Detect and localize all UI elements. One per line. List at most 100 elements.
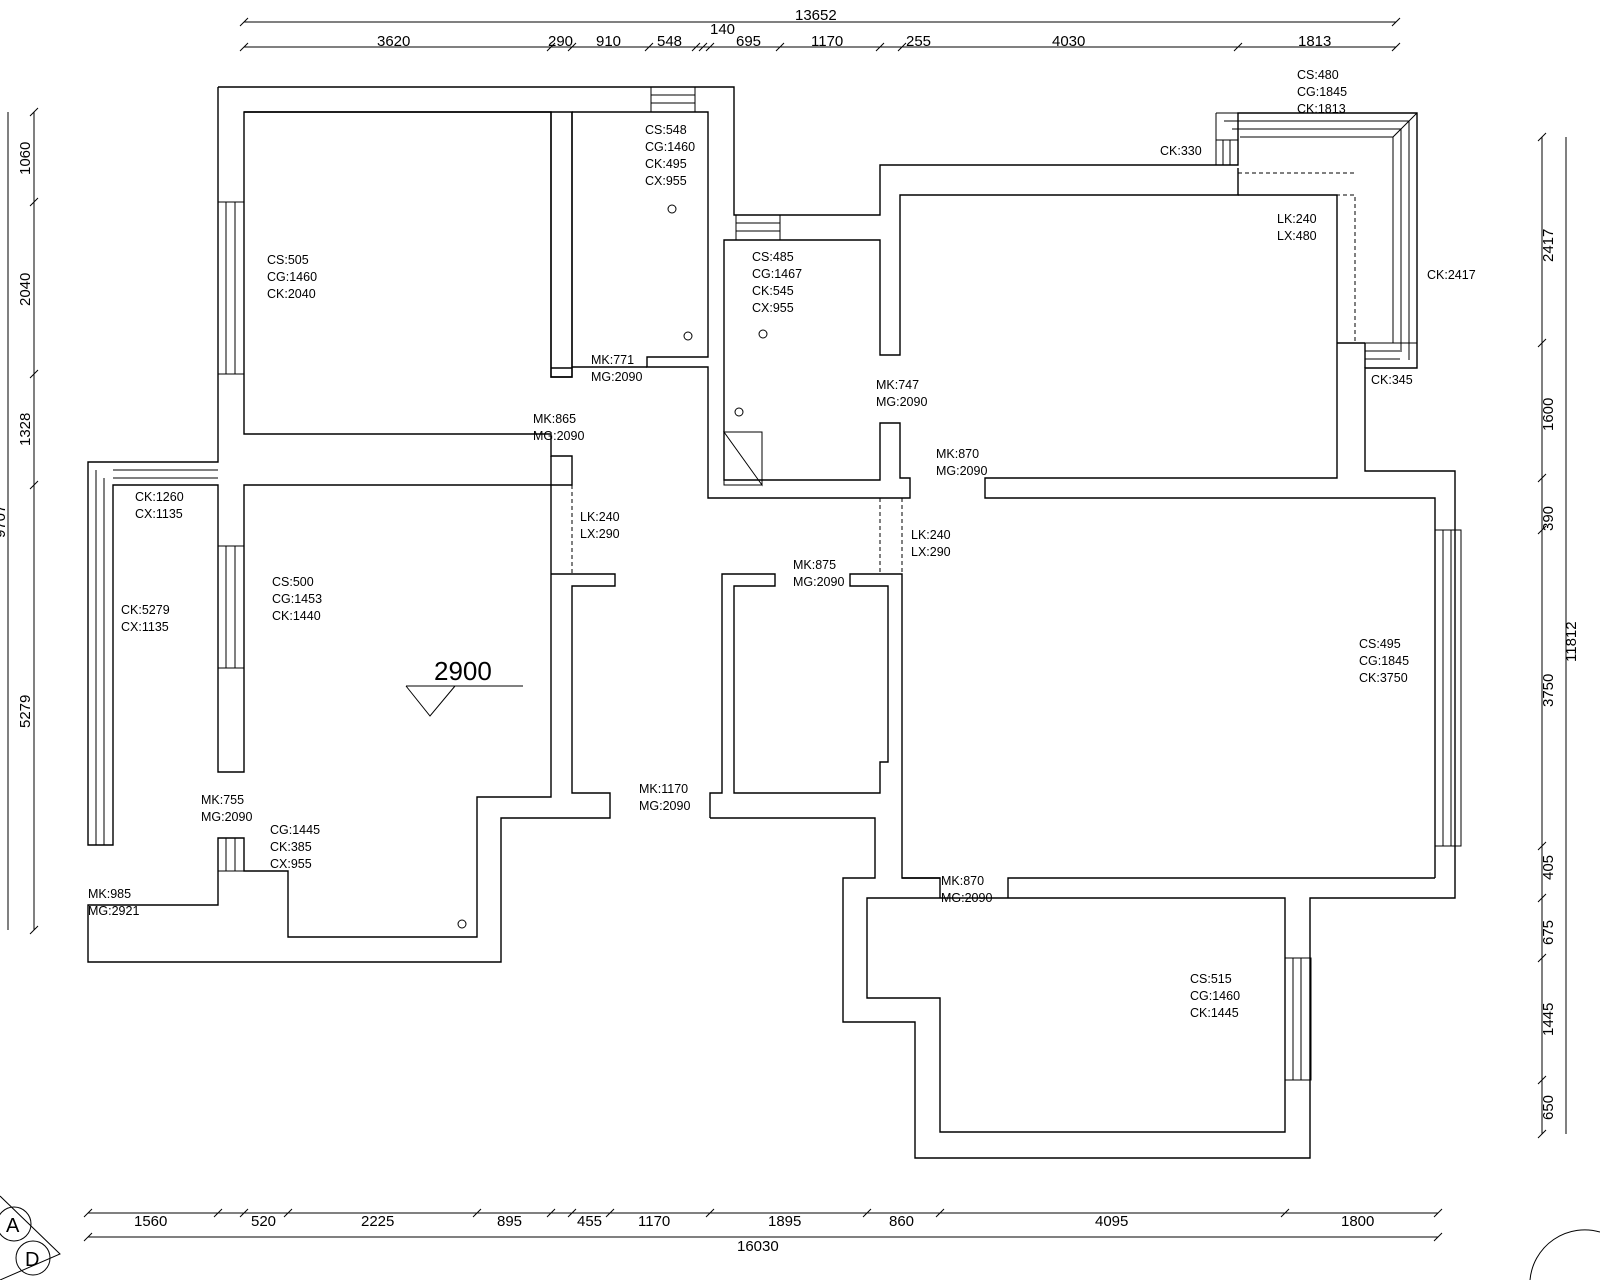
dimension-ticks bbox=[29, 17, 1547, 1242]
dimension-tick bbox=[283, 1208, 293, 1218]
dimension-tick bbox=[1537, 953, 1547, 963]
annotation-line: CS:505 bbox=[267, 253, 309, 267]
dimension-tick bbox=[1391, 17, 1401, 27]
dim-right-segment: 650 bbox=[1540, 1095, 1557, 1120]
dim-bottom-segment: 2225 bbox=[361, 1213, 394, 1230]
corridor-walls bbox=[87, 456, 616, 963]
dim-right-segment: 2417 bbox=[1540, 229, 1557, 262]
annotation-line: MK:870 bbox=[936, 447, 979, 461]
annotation-line: LK:240 bbox=[911, 528, 951, 542]
dimension-tick bbox=[1433, 1208, 1443, 1218]
annotation-line: CK:495 bbox=[645, 157, 687, 171]
dim-top-segment: 695 bbox=[736, 33, 761, 50]
dimension-tick bbox=[1537, 473, 1547, 483]
dimension-tick bbox=[1537, 1129, 1547, 1139]
annotation-line: MG:2921 bbox=[88, 904, 139, 918]
dim-bottom-total: 16030 bbox=[737, 1238, 779, 1255]
dim-top-segment: 548 bbox=[657, 33, 682, 50]
annotation-line: CG:1460 bbox=[645, 140, 695, 154]
dimension-tick bbox=[1280, 1208, 1290, 1218]
dimension-tick bbox=[897, 42, 907, 52]
annotation-line: LK:240 bbox=[1277, 212, 1317, 226]
annotation-line: CK:1813 bbox=[1297, 102, 1346, 116]
annotation-line: CX:955 bbox=[270, 857, 312, 871]
dim-bottom-segment: 895 bbox=[497, 1213, 522, 1230]
dimension-tick bbox=[239, 17, 249, 27]
dim-bottom-segment: 1560 bbox=[134, 1213, 167, 1230]
annotation-line: CK:1440 bbox=[272, 609, 321, 623]
dim-bottom-segment: 455 bbox=[577, 1213, 602, 1230]
annotation-line: MG:2090 bbox=[876, 395, 927, 409]
annotation-line: MK:771 bbox=[591, 353, 634, 367]
dimension-lines bbox=[7, 21, 1567, 1238]
annotation-line: CG:1467 bbox=[752, 267, 802, 281]
annotation-line: CK:3750 bbox=[1359, 671, 1408, 685]
detail-letter-d: D bbox=[25, 1249, 39, 1271]
dimension-tick bbox=[1537, 893, 1547, 903]
dim-top-segment: 1813 bbox=[1298, 33, 1331, 50]
annotation-line: CX:955 bbox=[645, 174, 687, 188]
dimension-tick bbox=[29, 369, 39, 379]
annotation-line: MK:755 bbox=[201, 793, 244, 807]
floor-drain-icon bbox=[734, 407, 744, 417]
dimension-tick bbox=[29, 197, 39, 207]
lintels bbox=[550, 172, 1356, 574]
annotation-line: CK:2040 bbox=[267, 287, 316, 301]
dim-left-segment: 1328 bbox=[17, 413, 34, 446]
annotation-line: CS:515 bbox=[1190, 972, 1232, 986]
dimension-tick bbox=[1233, 42, 1243, 52]
annotation-line: MK:985 bbox=[88, 887, 131, 901]
window-bedroom-2 bbox=[217, 545, 245, 669]
annotation-line: CS:548 bbox=[645, 123, 687, 137]
floor-drain-icon bbox=[683, 331, 693, 341]
dimension-tick bbox=[705, 42, 715, 52]
dimension-tick bbox=[29, 480, 39, 490]
dimension-tick bbox=[644, 42, 654, 52]
dim-right-segment: 675 bbox=[1540, 920, 1557, 945]
dim-top-segment: 290 bbox=[548, 33, 573, 50]
dimension-tick bbox=[546, 1208, 556, 1218]
dimension-tick bbox=[875, 42, 885, 52]
dimension-tick bbox=[698, 42, 708, 52]
dimension-tick bbox=[705, 1208, 715, 1218]
annotation-line: CK:1445 bbox=[1190, 1006, 1239, 1020]
bathroom-1-walls bbox=[572, 111, 1239, 499]
windows bbox=[88, 86, 1462, 1081]
dimension-tick bbox=[83, 1208, 93, 1218]
dimension-tick bbox=[1433, 1232, 1443, 1242]
dim-top-segment: 910 bbox=[596, 33, 621, 50]
dim-bottom-segment: 1800 bbox=[1341, 1213, 1374, 1230]
bedroom-1-walls bbox=[87, 87, 573, 846]
annotation-line: CX:1135 bbox=[121, 620, 169, 634]
detail-marker: A D bbox=[0, 1195, 1600, 1280]
dim-top-segment: 255 bbox=[906, 33, 931, 50]
dimension-tick bbox=[83, 1232, 93, 1242]
annotation-line: MG:2090 bbox=[793, 575, 844, 589]
annotation-line: CS:500 bbox=[272, 575, 314, 589]
annotation-line: CG:1845 bbox=[1359, 654, 1409, 668]
annotation-line: CX:955 bbox=[752, 301, 794, 315]
bedroom-upper-right-side bbox=[1337, 342, 1366, 368]
outer-wall-upper-left bbox=[218, 86, 1456, 1159]
bathroom-1-inner bbox=[571, 112, 647, 368]
annotation-line: LK:240 bbox=[580, 510, 620, 524]
dimension-tick bbox=[567, 1208, 577, 1218]
annotation-line: MK:1170 bbox=[639, 782, 688, 796]
dimension-tick bbox=[213, 1208, 223, 1218]
room-annotation: CK:2417 bbox=[1427, 268, 1476, 282]
dim-bottom-segment: 1170 bbox=[638, 1213, 670, 1230]
